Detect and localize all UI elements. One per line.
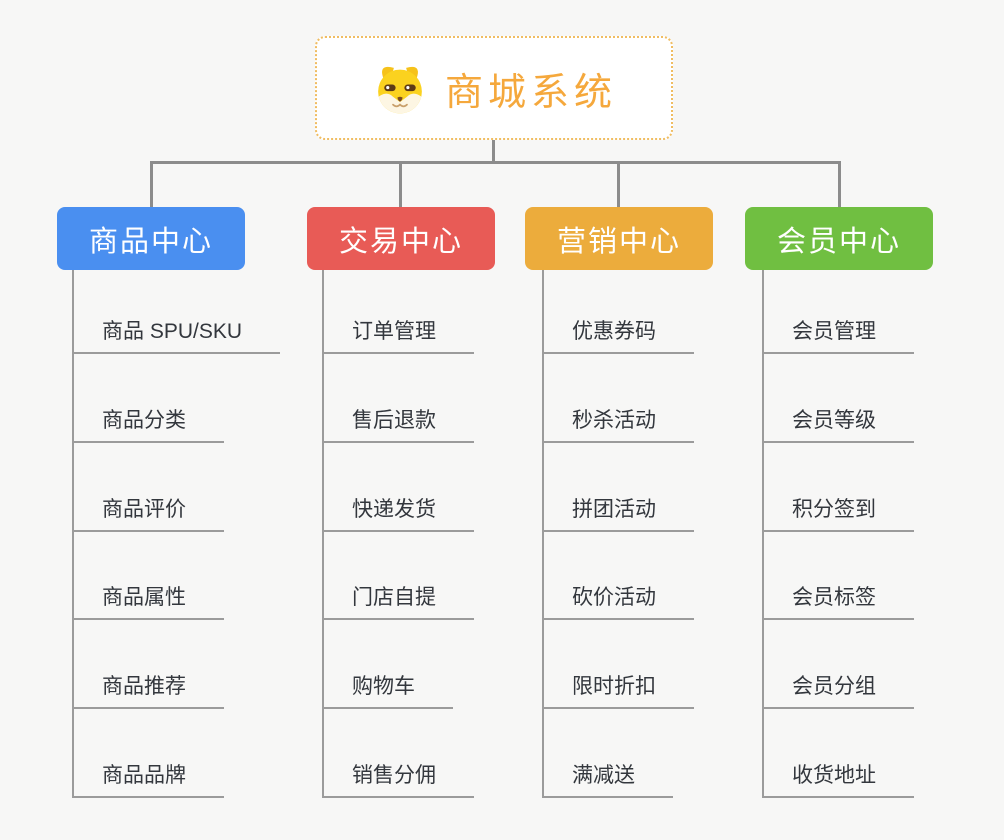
branch-node-trade[interactable]: 交易中心 [307,207,495,270]
leaf-node[interactable]: 积分签到 [762,493,914,532]
leaf-node[interactable]: 优惠券码 [542,315,694,354]
leaf-node[interactable]: 销售分佣 [322,759,474,798]
leaf-node[interactable]: 快递发货 [322,493,474,532]
leaf-node[interactable]: 会员等级 [762,404,914,443]
branch-column-product: 商品 SPU/SKU 商品分类 商品评价 商品属性 商品推荐 商品品牌 [72,270,281,798]
branch-column-trade: 订单管理 售后退款 快递发货 门店自提 购物车 销售分佣 [322,270,474,798]
branch-node-marketing[interactable]: 营销中心 [525,207,713,270]
leaf-node[interactable]: 售后退款 [322,404,474,443]
leaf-node[interactable]: 拼团活动 [542,493,694,532]
leaf-node[interactable]: 会员分组 [762,670,914,710]
root-title: 商城系统 [444,71,617,114]
connector-drop-member [837,163,841,207]
leaf-node[interactable]: 限时折扣 [542,670,694,710]
dog-face-icon [378,66,422,114]
leaf-node[interactable]: 商品分类 [72,404,224,443]
connector-bus [149,161,841,164]
leaf-node[interactable]: 满减送 [542,759,673,798]
leaf-node[interactable]: 商品属性 [72,581,224,621]
branch-column-marketing: 优惠券码 秒杀活动 拼团活动 砍价活动 限时折扣 满减送 [542,270,694,798]
leaf-node[interactable]: 商品品牌 [72,759,224,798]
leaf-node[interactable]: 购物车 [322,670,453,710]
connector-drop-product [149,163,153,207]
leaf-node[interactable]: 会员管理 [762,315,914,354]
connector-root-stem [492,140,495,163]
connector-drop-marketing [617,163,620,207]
branch-node-member[interactable]: 会员中心 [745,207,933,270]
leaf-node[interactable]: 商品评价 [72,493,224,532]
leaf-node[interactable]: 砍价活动 [542,581,694,621]
connector-drop-trade [398,163,402,207]
leaf-node[interactable]: 秒杀活动 [542,404,694,443]
leaf-node[interactable]: 门店自提 [322,581,474,621]
leaf-node[interactable]: 商品 SPU/SKU [72,315,281,354]
branch-node-product[interactable]: 商品中心 [57,207,245,270]
branch-column-member: 会员管理 会员等级 积分签到 会员标签 会员分组 收货地址 [762,270,914,798]
root-node[interactable]: 商城系统 [315,36,673,140]
leaf-node[interactable]: 收货地址 [762,759,914,798]
leaf-node[interactable]: 会员标签 [762,581,914,621]
leaf-node[interactable]: 订单管理 [322,315,474,354]
leaf-node[interactable]: 商品推荐 [72,670,224,710]
